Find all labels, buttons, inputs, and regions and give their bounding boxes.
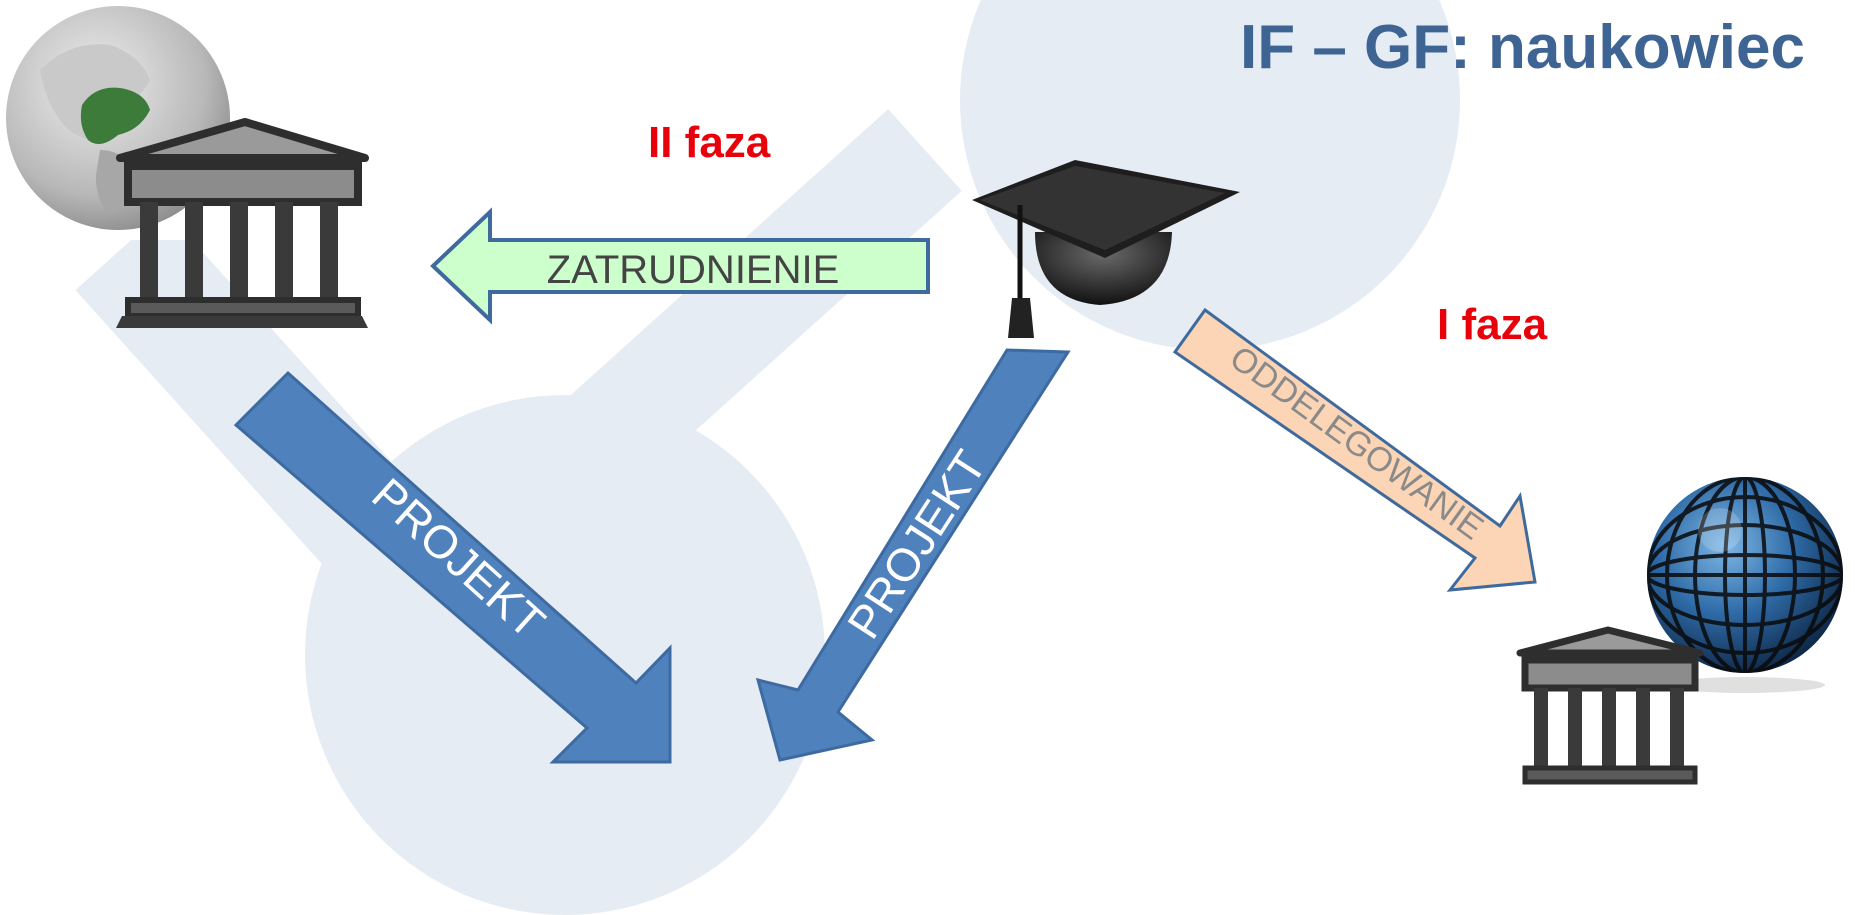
project-arrow-left: PROJEKT bbox=[233, 370, 672, 764]
employment-arrow: ZATRUDNIENIE bbox=[430, 207, 930, 325]
delegation-arrow: ODDELEGOWANIE bbox=[1172, 307, 1537, 592]
employment-arrow-label: ZATRUDNIENIE bbox=[547, 248, 840, 292]
page-title: IF – GF: naukowiec bbox=[1240, 13, 1805, 82]
photo-globe-icon bbox=[1647, 477, 1843, 693]
project-arrow-right: PROJEKT bbox=[755, 348, 1071, 762]
graduation-cap-icon bbox=[972, 160, 1240, 338]
delegation-arrow-label: ODDELEGOWANIE bbox=[1223, 339, 1490, 548]
phase-2-label: II faza bbox=[648, 118, 771, 167]
project-arrow-right-label: PROJEKT bbox=[837, 441, 996, 647]
phase-1-label: I faza bbox=[1437, 300, 1548, 349]
diagram-canvas: ZATRUDNIENIE PROJEKT PROJEKT ODDELEGOWAN… bbox=[6, 6, 1843, 785]
partner-institution-building-icon bbox=[1516, 626, 1704, 785]
host-institution-building-icon bbox=[116, 118, 369, 328]
